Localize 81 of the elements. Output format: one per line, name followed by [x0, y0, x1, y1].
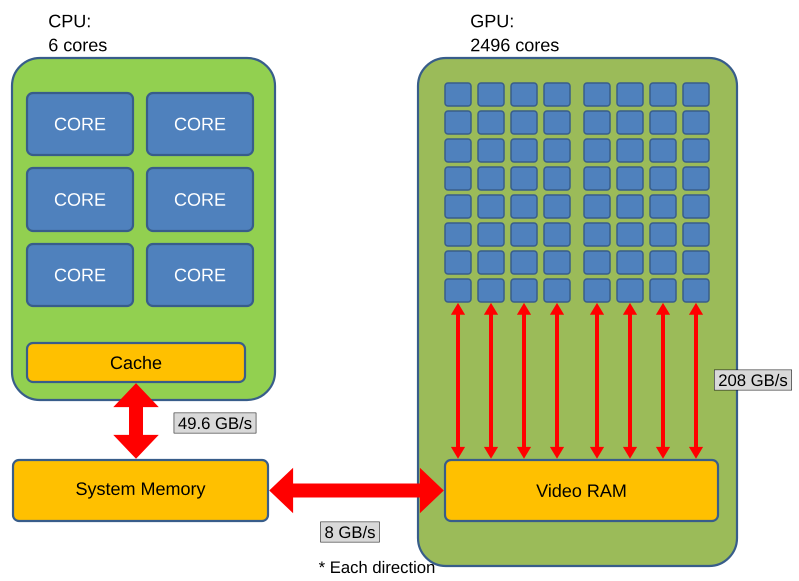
core-square: [583, 278, 611, 303]
core-square: [616, 278, 644, 303]
memory-box: Cache: [26, 342, 246, 384]
edge-label: 49.6 GB/s: [174, 412, 256, 434]
memory-box: System Memory: [12, 458, 270, 522]
core-square: [444, 82, 472, 107]
core-square: [583, 110, 611, 135]
core-square: [510, 138, 538, 163]
core-square: [649, 222, 677, 247]
core-square: [444, 166, 472, 191]
core-square: [477, 222, 505, 247]
memory-box: Video RAM: [444, 458, 720, 522]
core-square: [510, 250, 538, 275]
core-square: [477, 194, 505, 219]
core-box: CORE: [26, 92, 134, 156]
core-square: [616, 110, 644, 135]
core-square: [649, 110, 677, 135]
core-square: [477, 138, 505, 163]
core-box: CORE: [146, 92, 254, 156]
core-square: [543, 194, 571, 219]
core-square: [444, 110, 472, 135]
core-square: [477, 250, 505, 275]
core-box: CORE: [146, 166, 254, 232]
core-square: [444, 138, 472, 163]
core-square: [616, 166, 644, 191]
core-square: [616, 82, 644, 107]
core-square: [682, 194, 710, 219]
edge-label: 8 GB/s: [320, 522, 380, 542]
core-square: [510, 82, 538, 107]
core-square: [649, 278, 677, 303]
core-square: [543, 250, 571, 275]
core-square: [444, 222, 472, 247]
core-square: [543, 166, 571, 191]
core-square: [477, 82, 505, 107]
core-square: [616, 194, 644, 219]
core-square: [543, 82, 571, 107]
heading: GPU:: [471, 14, 513, 28]
core-square: [510, 278, 538, 303]
core-square: [649, 250, 677, 275]
core-square: [477, 110, 505, 135]
core-square: [682, 166, 710, 191]
core-square: [444, 194, 472, 219]
core-square: [510, 110, 538, 135]
core-square: [543, 138, 571, 163]
core-square: [477, 278, 505, 303]
core-square: [583, 82, 611, 107]
core-square: [444, 250, 472, 275]
core-square: [543, 278, 571, 303]
core-square: [616, 222, 644, 247]
core-square: [649, 138, 677, 163]
core-square: [682, 110, 710, 135]
core-square: [616, 250, 644, 275]
core-square: [682, 138, 710, 163]
core-square: [510, 166, 538, 191]
core-square: [477, 166, 505, 191]
heading: 2496 cores: [471, 38, 559, 52]
core-square: [583, 222, 611, 247]
core-square: [583, 194, 611, 219]
core-square: [444, 278, 472, 303]
core-square: [583, 250, 611, 275]
core-square: [583, 138, 611, 163]
core-box: CORE: [26, 242, 134, 308]
core-square: [682, 278, 710, 303]
heading: CPU:: [49, 14, 90, 28]
core-box: CORE: [26, 166, 134, 232]
core-square: [649, 82, 677, 107]
core-square: [682, 82, 710, 107]
core-square: [616, 138, 644, 163]
core-square: [682, 250, 710, 275]
core-square: [682, 222, 710, 247]
core-square: [583, 166, 611, 191]
core-square: [510, 194, 538, 219]
note: * Each direction: [318, 560, 434, 574]
bandwidth-label: 208 GB/s: [714, 370, 792, 390]
core-square: [543, 110, 571, 135]
core-square: [510, 222, 538, 247]
heading: 6 cores: [49, 38, 107, 52]
core-square: [543, 222, 571, 247]
core-square: [649, 194, 677, 219]
core-square: [649, 166, 677, 191]
core-box: CORE: [146, 242, 254, 308]
